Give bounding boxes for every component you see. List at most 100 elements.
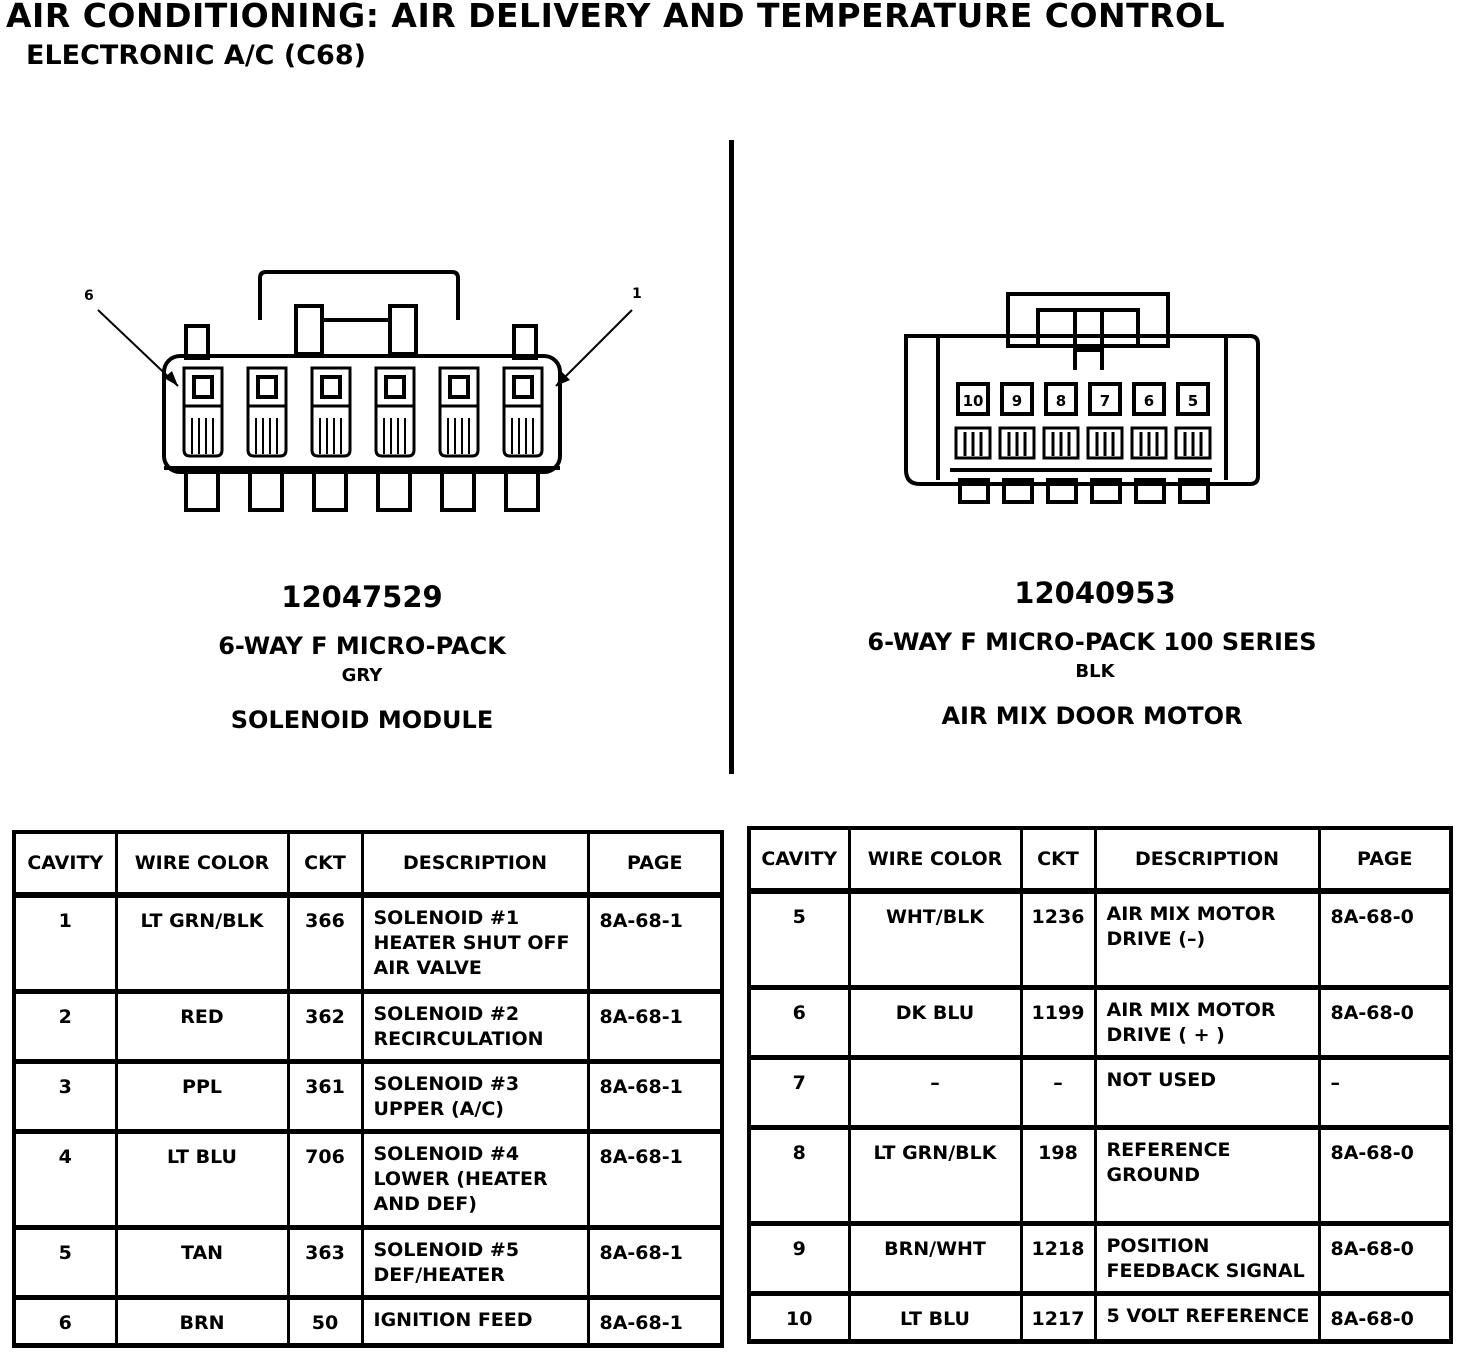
description-line: POSITION: [1106, 1234, 1210, 1257]
cavity-cell: 10: [747, 1291, 851, 1343]
description-line: HEATER SHUT OFF: [373, 932, 570, 954]
description-line: SOLENOID #5: [373, 1238, 520, 1261]
wire-color-cell: –: [847, 1055, 1023, 1129]
left-terminal-cavity: [182, 366, 224, 512]
page-cell: 8A-68-0: [1317, 1125, 1453, 1225]
description-cell: 5 VOLT REFERENCE: [1093, 1291, 1321, 1343]
page-cell: 8A-68-1: [586, 1295, 724, 1347]
table-header-row: CAVITY WIRE COLOR CKT DESCRIPTION PAGE: [12, 830, 724, 897]
callout-1-label: 1: [632, 286, 642, 302]
description-line: SOLENOID #4: [373, 1142, 520, 1165]
description-line: AIR MIX MOTOR: [1106, 903, 1276, 925]
description-line: 5 VOLT REFERENCE: [1106, 1304, 1310, 1327]
header-page: PAGE: [586, 830, 724, 897]
wire-color-cell: PPL: [114, 1059, 290, 1133]
right-terminal-cavity: 7: [1086, 382, 1124, 504]
header-cavity: CAVITY: [12, 830, 118, 897]
ckt-cell: 1217: [1019, 1291, 1097, 1343]
header-description: DESCRIPTION: [1093, 826, 1321, 893]
header-description: DESCRIPTION: [360, 830, 590, 897]
table-row: 7––NOT USED–: [747, 1055, 1453, 1129]
right-connector-name: 6-WAY F MICRO-PACK 100 SERIES: [867, 628, 1317, 656]
right-part-number: 12040953: [1014, 576, 1176, 610]
wire-color-cell: LT BLU: [114, 1129, 290, 1229]
wire-color-cell: DK BLU: [847, 985, 1023, 1059]
wire-color-cell: LT BLU: [847, 1291, 1023, 1343]
left-component-name: SOLENOID MODULE: [230, 706, 494, 734]
right-terminal-cavity: 5: [1174, 382, 1212, 504]
page-cell: 8A-68-0: [1317, 985, 1453, 1059]
callout-6-label: 6: [84, 288, 94, 304]
ckt-cell: 1218: [1019, 1221, 1097, 1295]
solenoid-module-pinout-table: CAVITY WIRE COLOR CKT DESCRIPTION PAGE 1…: [12, 830, 724, 1348]
cavity-number-label: 9: [1012, 392, 1022, 410]
ckt-cell: 50: [286, 1295, 364, 1347]
left-terminal-cavity: [374, 366, 416, 512]
description-cell: SOLENOID #1 HEATER SHUT OFF AIR VALVE: [360, 893, 590, 993]
cavity-number-label: 10: [963, 392, 984, 410]
description-line: UPPER (A/C): [373, 1097, 504, 1120]
ckt-cell: 363: [286, 1225, 364, 1299]
description-line: AIR VALVE: [373, 957, 482, 979]
left-connector-name: 6-WAY F MICRO-PACK: [218, 632, 506, 660]
wire-color-cell: TAN: [114, 1225, 290, 1299]
wire-color-cell: WHT/BLK: [847, 889, 1023, 989]
description-line: DRIVE (–): [1106, 928, 1206, 950]
cavity-cell: 7: [747, 1055, 851, 1129]
page-subtitle: ELECTRONIC A/C (C68): [26, 40, 366, 71]
cavity-cell: 5: [12, 1225, 118, 1299]
page-cell: 8A-68-1: [586, 893, 724, 993]
cavity-cell: 6: [747, 985, 851, 1059]
header-page: PAGE: [1317, 826, 1453, 893]
ckt-cell: 361: [286, 1059, 364, 1133]
page-cell: 8A-68-1: [586, 1129, 724, 1229]
page-cell: 8A-68-1: [586, 989, 724, 1063]
page-cell: 8A-68-0: [1317, 1291, 1453, 1343]
description-line: GROUND: [1106, 1163, 1200, 1186]
page-cell: –: [1317, 1055, 1453, 1129]
description-line: DRIVE ( + ): [1106, 1023, 1225, 1046]
description-line: SOLENOID #1: [373, 907, 520, 929]
right-terminal-cavity: 6: [1130, 382, 1168, 504]
right-component-name: AIR MIX DOOR MOTOR: [941, 702, 1243, 730]
description-line: RECIRCULATION: [373, 1027, 544, 1050]
description-cell: NOT USED: [1093, 1055, 1321, 1129]
header-ckt: CKT: [1019, 826, 1097, 893]
cavity-cell: 6: [12, 1295, 118, 1347]
ckt-cell: 1236: [1019, 889, 1097, 989]
description-line: LOWER (HEATER: [373, 1167, 548, 1190]
description-line: NOT USED: [1106, 1068, 1217, 1091]
cavity-cell: 8: [747, 1125, 851, 1225]
page-cell: 8A-68-1: [586, 1225, 724, 1299]
cavity-number-label: 7: [1100, 392, 1110, 410]
table-header-row: CAVITY WIRE COLOR CKT DESCRIPTION PAGE: [747, 826, 1453, 893]
ckt-cell: 706: [286, 1129, 364, 1229]
page-title: AIR CONDITIONING: AIR DELIVERY AND TEMPE…: [6, 0, 1226, 35]
left-connector-color: GRY: [341, 665, 383, 686]
vertical-divider: [729, 140, 734, 774]
right-terminal-cavity: 9: [998, 382, 1036, 504]
cavity-cell: 5: [747, 889, 851, 989]
cavity-cell: 3: [12, 1059, 118, 1133]
page-cell: 8A-68-0: [1317, 1221, 1453, 1295]
solenoid-module-connector-drawing: 6 1: [84, 270, 642, 512]
cavity-cell: 1: [12, 893, 118, 993]
air-mix-door-motor-pinout-table: CAVITY WIRE COLOR CKT DESCRIPTION PAGE 5…: [747, 826, 1453, 1344]
description-cell: AIR MIX MOTOR DRIVE (–): [1093, 889, 1321, 989]
description-line: DEF/HEATER: [373, 1263, 505, 1286]
